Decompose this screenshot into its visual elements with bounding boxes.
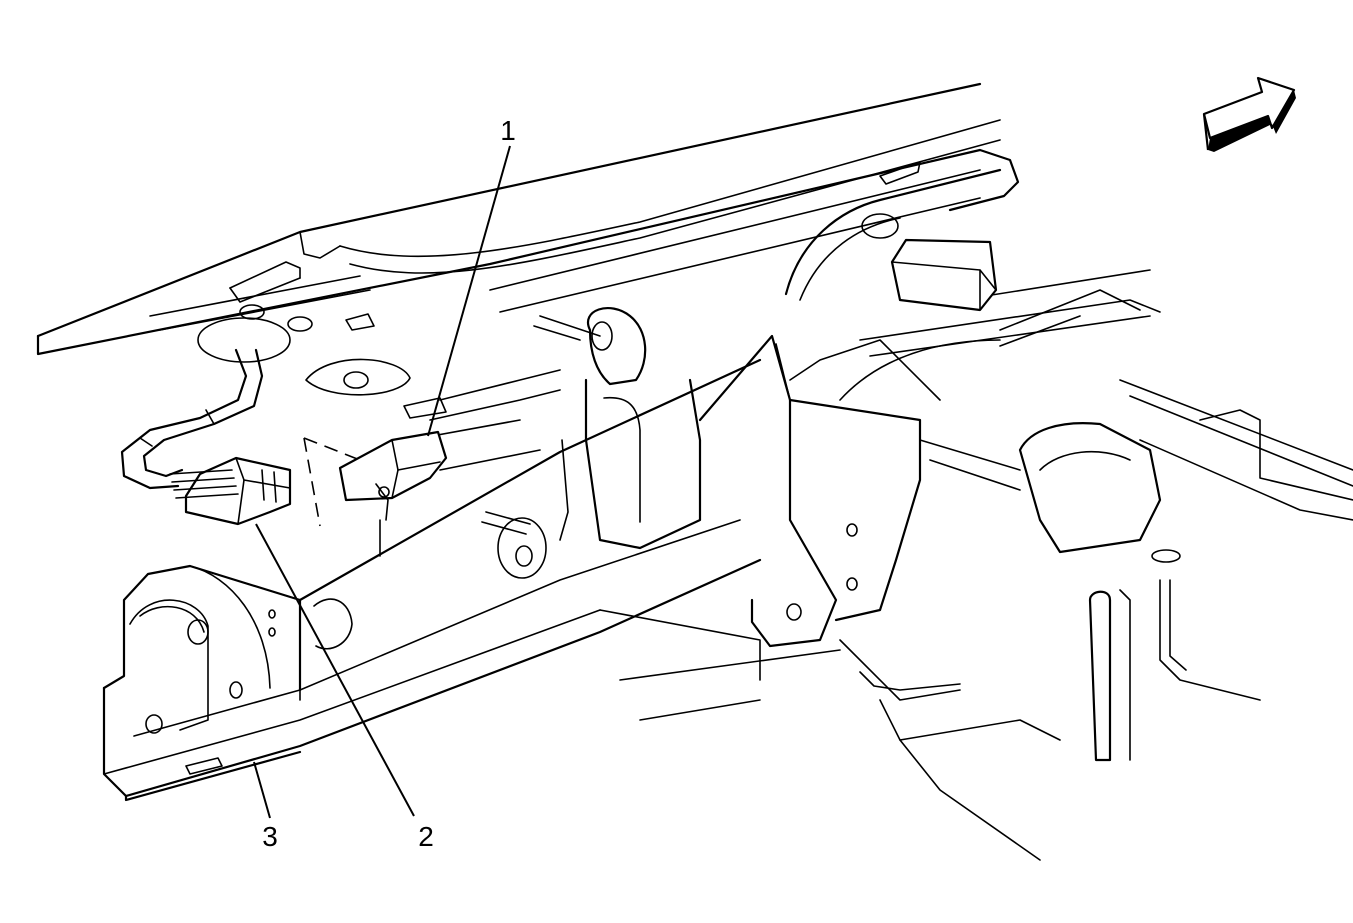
wiring-harness bbox=[120, 348, 264, 490]
front-direction-arrow-icon bbox=[1202, 76, 1296, 152]
callout-label-2: 2 bbox=[418, 821, 434, 852]
callout-1: 1 bbox=[427, 115, 516, 437]
lower-right-structure bbox=[599, 579, 1261, 861]
floor-pan bbox=[36, 82, 1353, 563]
callout-label-3: 3 bbox=[262, 821, 278, 852]
callout-2: 2 bbox=[255, 523, 434, 852]
frame-rail bbox=[102, 358, 762, 802]
harness-connector bbox=[169, 456, 292, 526]
body-mount-bracket bbox=[481, 306, 702, 550]
rear-body-components bbox=[890, 238, 1162, 554]
callout-label-1: 1 bbox=[500, 115, 516, 146]
callout-3: 3 bbox=[253, 761, 278, 852]
mounting-bracket bbox=[303, 430, 448, 557]
body-mount-bracket-right bbox=[698, 168, 1002, 648]
